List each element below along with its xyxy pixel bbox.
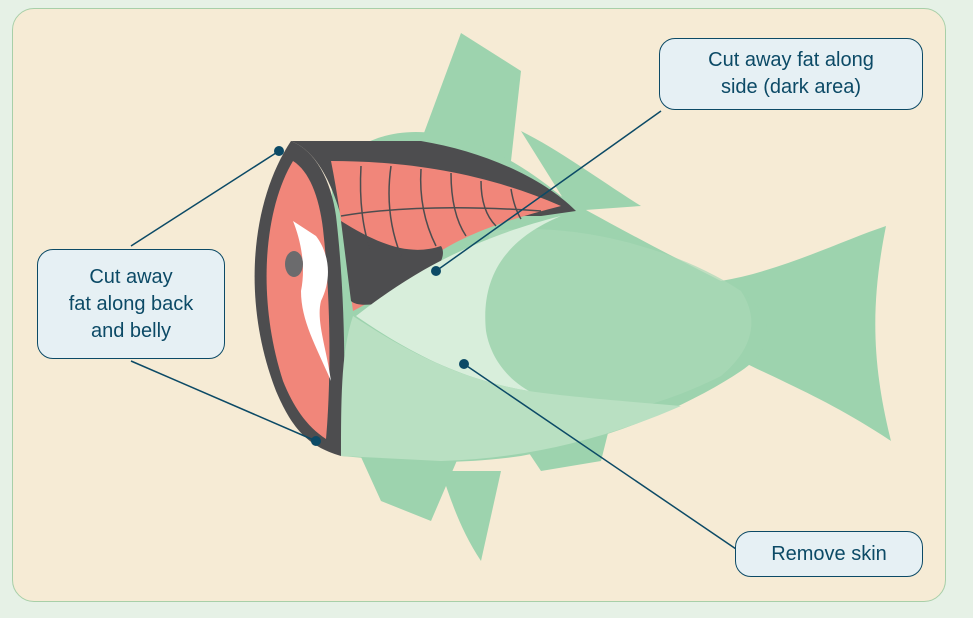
callout-remove-skin-line-1: Remove skin bbox=[771, 541, 887, 568]
callout-back-belly-line-3: and belly bbox=[91, 318, 171, 345]
callout-remove-skin: Remove skin bbox=[735, 531, 923, 577]
callout-side-fat: Cut away fat along side (dark area) bbox=[659, 38, 923, 110]
belly-fin bbox=[441, 471, 501, 561]
callout-back-belly: Cut away fat along back and belly bbox=[37, 249, 225, 359]
callout-back-belly-line-1: Cut away bbox=[89, 264, 172, 291]
diagram-frame: Cut away fat along back and belly Cut aw… bbox=[12, 8, 946, 602]
spinal-cord bbox=[285, 251, 303, 277]
callout-side-fat-line-1: Cut away fat along bbox=[708, 47, 874, 74]
callout-side-fat-line-2: side (dark area) bbox=[721, 74, 861, 101]
callout-back-belly-line-2: fat along back bbox=[69, 291, 194, 318]
